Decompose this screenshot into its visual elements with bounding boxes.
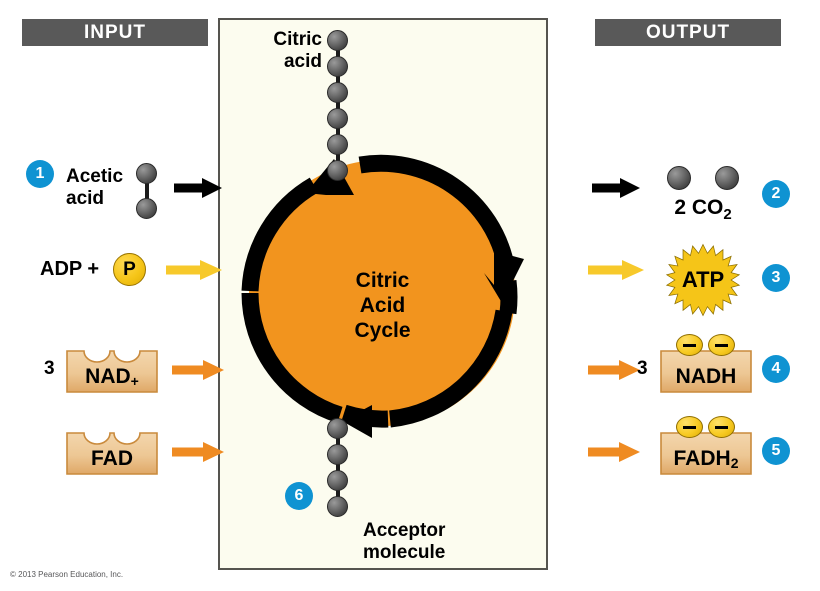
acetic-acid-label: Acetic acid: [66, 166, 124, 209]
acetic-acid-arrow: [174, 178, 222, 198]
atp-label: ATP: [681, 267, 725, 292]
molecule-bond: [335, 437, 340, 446]
fad-arrow: [172, 442, 224, 462]
adp-label: ADP +: [40, 258, 100, 280]
molecule-sphere: [667, 166, 691, 190]
carrier-label: NADH: [660, 345, 752, 393]
atp-arrow: [588, 260, 644, 280]
molecule-bond: [335, 75, 340, 84]
nadh-arrow: [588, 360, 640, 380]
nad-arrow: [172, 360, 224, 380]
carrier-box-shape: [66, 432, 158, 475]
cycle-direction-arrows: [241, 154, 524, 438]
atp-starburst-icon: [665, 243, 741, 317]
nad-text: NAD: [85, 365, 131, 388]
cycle-center-label: Citric Acid Cycle: [354, 269, 411, 342]
fad-text: FAD: [91, 447, 133, 470]
nadh-coefficient: 3: [637, 358, 648, 379]
acetic-acid-molecule: [136, 163, 157, 219]
acceptor-molecule-label: Acceptor molecule: [363, 520, 446, 563]
electron-icon: [676, 334, 703, 356]
carbon-dioxide-label: 2 CO2: [650, 196, 756, 223]
molecule-sphere: [327, 134, 348, 155]
molecule-sphere: [327, 444, 348, 465]
fadh2-text: FADH: [673, 447, 731, 470]
molecule-sphere: [327, 56, 348, 77]
citric-acid-molecule: [327, 30, 348, 181]
molecule-bond: [335, 463, 340, 472]
nadh-text: NADH: [675, 365, 737, 388]
nad-coefficient: 3: [44, 358, 55, 379]
carbon-dioxide-molecules: [667, 166, 739, 190]
step-badge-3: 3: [762, 264, 790, 292]
molecule-sphere: [327, 160, 348, 181]
carrier-label: NAD+: [66, 345, 158, 393]
molecule-sphere: [327, 82, 348, 103]
electron-icon: [708, 416, 735, 438]
nadh-carrier: NADH: [660, 334, 752, 393]
output-section-header: OUTPUT: [595, 19, 781, 46]
co2-subscript: 2: [723, 206, 732, 224]
electron-icon: [676, 416, 703, 438]
citric-acid-label: Citric acid: [273, 29, 322, 72]
molecule-sphere: [715, 166, 739, 190]
electron-icon: [708, 334, 735, 356]
molecule-bond: [335, 153, 340, 162]
step-badge-1: 1: [26, 160, 54, 188]
molecule-sphere: [136, 198, 157, 219]
molecule-sphere: [327, 418, 348, 439]
molecule-bond: [335, 49, 340, 58]
molecule-sphere: [327, 496, 348, 517]
step-badge-6: 6: [285, 482, 313, 510]
phosphate-group-icon: P: [113, 253, 146, 286]
carrier-box-shape: [66, 350, 158, 393]
nad-plus-carrier: NAD+: [66, 345, 158, 393]
carrier-label: FAD: [66, 427, 158, 475]
step-badge-4: 4: [762, 355, 790, 383]
molecule-sphere: [327, 30, 348, 51]
co2-text: 2 CO: [674, 196, 724, 219]
fad-carrier: FAD: [66, 427, 158, 475]
molecule-sphere: [136, 163, 157, 184]
adp-arrow: [166, 260, 222, 280]
fadh2-arrow: [588, 442, 640, 462]
step-badge-5: 5: [762, 437, 790, 465]
molecule-bond: [335, 489, 340, 498]
co2-arrow: [592, 178, 640, 198]
molecule-bond: [144, 182, 149, 200]
step-badge-2: 2: [762, 180, 790, 208]
molecule-bond: [335, 127, 340, 136]
molecule-sphere: [327, 470, 348, 491]
acceptor-molecule: [327, 418, 348, 517]
nad-superscript: +: [130, 373, 139, 389]
copyright-notice: © 2013 Pearson Education, Inc.: [10, 570, 124, 579]
fadh2-subscript: 2: [730, 455, 739, 471]
molecule-sphere: [327, 108, 348, 129]
input-section-header: INPUT: [22, 19, 208, 46]
molecule-bond: [335, 101, 340, 110]
